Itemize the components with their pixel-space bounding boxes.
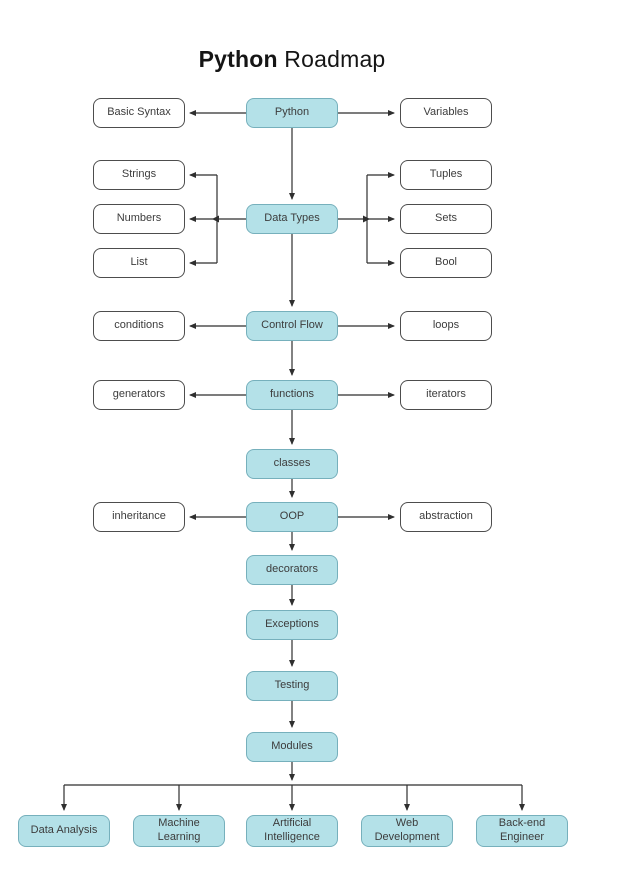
node-list-label: List: [130, 256, 148, 269]
node-conditions: conditions: [93, 311, 185, 341]
node-variables: Variables: [400, 98, 492, 128]
node-inheritance: inheritance: [93, 502, 185, 532]
node-artificial-intelligence: Artificial Intelligence: [246, 815, 338, 847]
node-testing-label: Testing: [274, 679, 310, 692]
node-web-development-label: Web Development: [374, 817, 440, 843]
page-title-regular: Roadmap: [284, 46, 386, 72]
node-loops: loops: [400, 311, 492, 341]
node-exceptions: Exceptions: [246, 610, 338, 640]
node-sets: Sets: [400, 204, 492, 234]
node-exceptions-label: Exceptions: [265, 618, 319, 631]
node-data-types-label: Data Types: [264, 212, 320, 225]
node-numbers-label: Numbers: [116, 212, 162, 225]
node-iterators: iterators: [400, 380, 492, 410]
node-oop: OOP: [246, 502, 338, 532]
node-control-flow: Control Flow: [246, 311, 338, 341]
node-classes: classes: [246, 449, 338, 479]
node-abstraction-label: abstraction: [419, 510, 473, 523]
node-backend-engineer: Back-end Engineer: [476, 815, 568, 847]
page-title-bold: Python: [198, 46, 278, 72]
node-sets-label: Sets: [434, 212, 457, 225]
node-loops-label: loops: [432, 319, 460, 332]
node-strings: Strings: [93, 160, 185, 190]
node-conditions-label: conditions: [114, 319, 164, 332]
node-generators: generators: [93, 380, 185, 410]
node-generators-label: generators: [112, 388, 166, 401]
node-bool: Bool: [400, 248, 492, 278]
node-variables-label: Variables: [423, 106, 469, 119]
node-data-analysis: Data Analysis: [18, 815, 110, 847]
node-decorators-label: decorators: [266, 563, 318, 576]
node-list: List: [93, 248, 185, 278]
node-python-label: Python: [274, 106, 310, 119]
node-inheritance-label: inheritance: [112, 510, 166, 523]
node-data-types: Data Types: [246, 204, 338, 234]
node-oop-label: OOP: [279, 510, 305, 523]
node-tuples: Tuples: [400, 160, 492, 190]
node-control-flow-label: Control Flow: [261, 319, 323, 332]
node-basic-syntax-label: Basic Syntax: [107, 106, 171, 119]
node-basic-syntax: Basic Syntax: [93, 98, 185, 128]
node-abstraction: abstraction: [400, 502, 492, 532]
node-data-analysis-label: Data Analysis: [30, 824, 98, 837]
node-decorators: decorators: [246, 555, 338, 585]
node-backend-engineer-label: Back-end Engineer: [498, 817, 546, 843]
node-functions: functions: [246, 380, 338, 410]
node-tuples-label: Tuples: [429, 168, 463, 181]
node-artificial-intelligence-label: Artificial Intelligence: [264, 817, 320, 843]
node-web-development: Web Development: [361, 815, 453, 847]
node-bool-label: Bool: [434, 256, 458, 269]
node-iterators-label: iterators: [426, 388, 466, 401]
node-modules-label: Modules: [271, 740, 313, 753]
node-modules: Modules: [246, 732, 338, 762]
node-python: Python: [246, 98, 338, 128]
node-strings-label: Strings: [121, 168, 157, 181]
node-numbers: Numbers: [93, 204, 185, 234]
node-classes-label: classes: [273, 457, 311, 470]
node-functions-label: functions: [269, 388, 315, 401]
node-testing: Testing: [246, 671, 338, 701]
node-machine-learning: Machine Learning: [133, 815, 225, 847]
page-title: Python Roadmap: [0, 46, 584, 73]
node-machine-learning-label: Machine Learning: [157, 817, 201, 843]
